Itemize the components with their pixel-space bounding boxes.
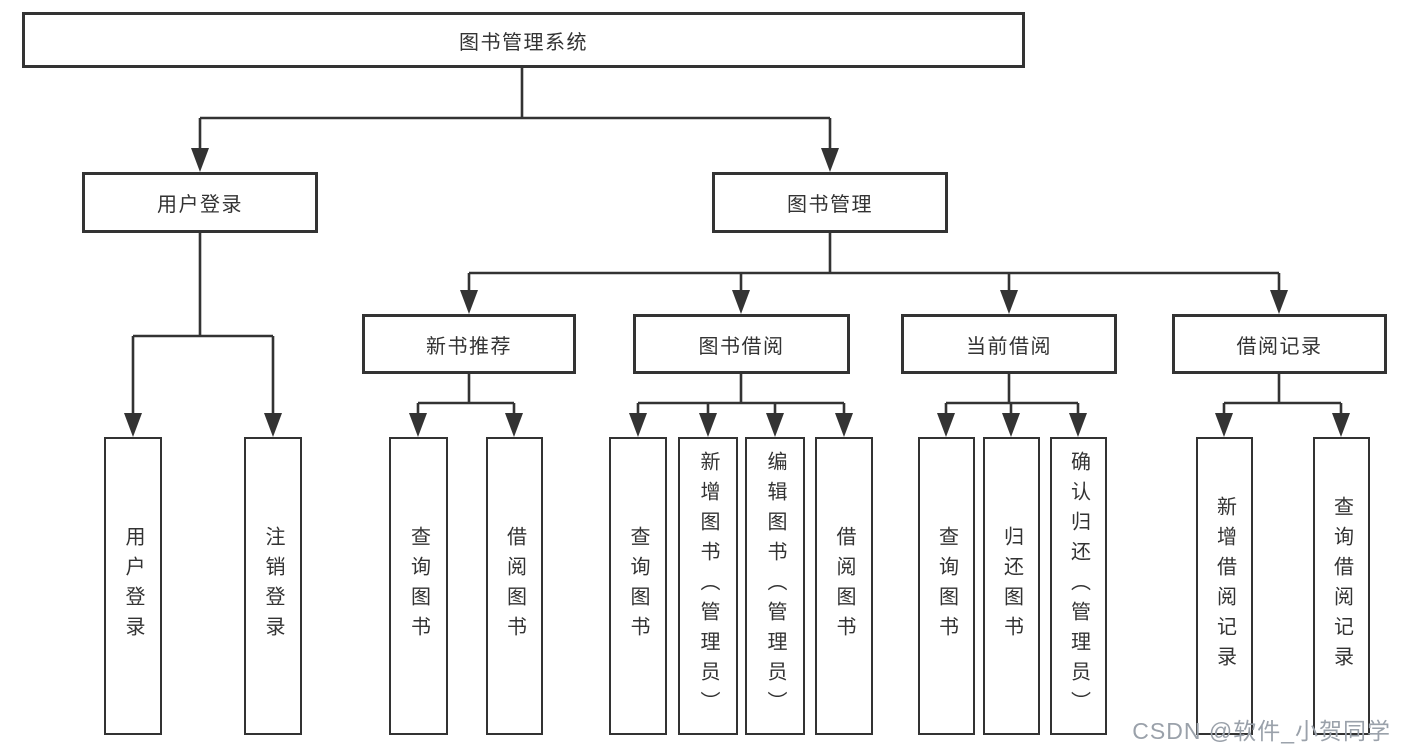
arrowhead [1002, 413, 1020, 437]
node-borrowing-records: 借阅记录 [1172, 314, 1387, 374]
arrowhead [629, 413, 647, 437]
arrowhead [821, 148, 839, 172]
arrowhead [460, 290, 478, 314]
node-borrow-books-recommend-label: 借阅图书 [503, 526, 526, 646]
node-query-books-current-label: 查询图书 [935, 526, 958, 646]
node-book-management: 图书管理 [712, 172, 948, 233]
node-current-borrowing-label: 当前借阅 [966, 335, 1052, 358]
connector-lines [131, 68, 1343, 417]
node-root-label: 图书管理系统 [459, 31, 588, 54]
node-book-borrowing: 图书借阅 [633, 314, 850, 374]
node-add-books-admin-label: 新增图书（管理员） [697, 451, 719, 721]
node-edit-books-admin: 编辑图书（管理员） [745, 437, 805, 735]
node-confirm-return-admin: 确认归还（管理员） [1050, 437, 1107, 735]
arrowhead [937, 413, 955, 437]
node-borrow-books-recommend: 借阅图书 [486, 437, 543, 735]
node-query-books-recommend-label: 查询图书 [407, 526, 430, 646]
arrowhead [835, 413, 853, 437]
node-book-management-label: 图书管理 [787, 194, 873, 216]
node-logout: 注销登录 [244, 437, 302, 735]
node-add-books-admin: 新增图书（管理员） [678, 437, 738, 735]
node-return-books-label: 归还图书 [1000, 526, 1023, 646]
node-logout-label: 注销登录 [262, 526, 284, 646]
arrowhead [191, 148, 209, 172]
arrowhead [1215, 413, 1233, 437]
node-current-borrowing: 当前借阅 [901, 314, 1117, 374]
node-user-login: 用户登录 [82, 172, 318, 233]
node-add-borrow-record-label: 新增借阅记录 [1213, 496, 1236, 676]
arrowhead [1000, 290, 1018, 314]
node-new-book-recommend-label: 新书推荐 [426, 335, 512, 358]
arrowhead [124, 413, 142, 437]
node-query-books-borrowing: 查询图书 [609, 437, 667, 735]
arrowhead [732, 290, 750, 314]
node-query-borrow-record: 查询借阅记录 [1313, 437, 1370, 735]
node-book-borrowing-label: 图书借阅 [698, 335, 785, 358]
arrowhead [409, 413, 427, 437]
node-root: 图书管理系统 [22, 12, 1025, 68]
node-return-books: 归还图书 [983, 437, 1040, 735]
node-query-books-borrowing-label: 查询图书 [627, 526, 649, 646]
node-add-borrow-record: 新增借阅记录 [1196, 437, 1253, 735]
arrowhead [264, 413, 282, 437]
node-borrow-books-borrowing-label: 借阅图书 [833, 526, 855, 646]
node-confirm-return-admin-label: 确认归还（管理员） [1067, 451, 1090, 721]
csdn-watermark: CSDN @软件_小贺同学 [1132, 718, 1391, 744]
node-login: 用户登录 [104, 437, 162, 735]
node-query-books-recommend: 查询图书 [389, 437, 448, 735]
node-new-book-recommend: 新书推荐 [362, 314, 576, 374]
node-user-login-label: 用户登录 [157, 194, 243, 216]
arrowhead [766, 413, 784, 437]
node-query-books-current: 查询图书 [918, 437, 975, 735]
arrowhead [699, 413, 717, 437]
arrowhead [505, 413, 523, 437]
node-borrowing-records-label: 借阅记录 [1236, 335, 1323, 358]
node-borrow-books-borrowing: 借阅图书 [815, 437, 873, 735]
node-query-borrow-record-label: 查询借阅记录 [1330, 496, 1353, 676]
arrowhead [1069, 413, 1087, 437]
arrowhead [1332, 413, 1350, 437]
arrowheads [124, 148, 1350, 437]
arrowhead [1270, 290, 1288, 314]
node-edit-books-admin-label: 编辑图书（管理员） [764, 451, 786, 721]
node-login-label: 用户登录 [122, 526, 144, 646]
